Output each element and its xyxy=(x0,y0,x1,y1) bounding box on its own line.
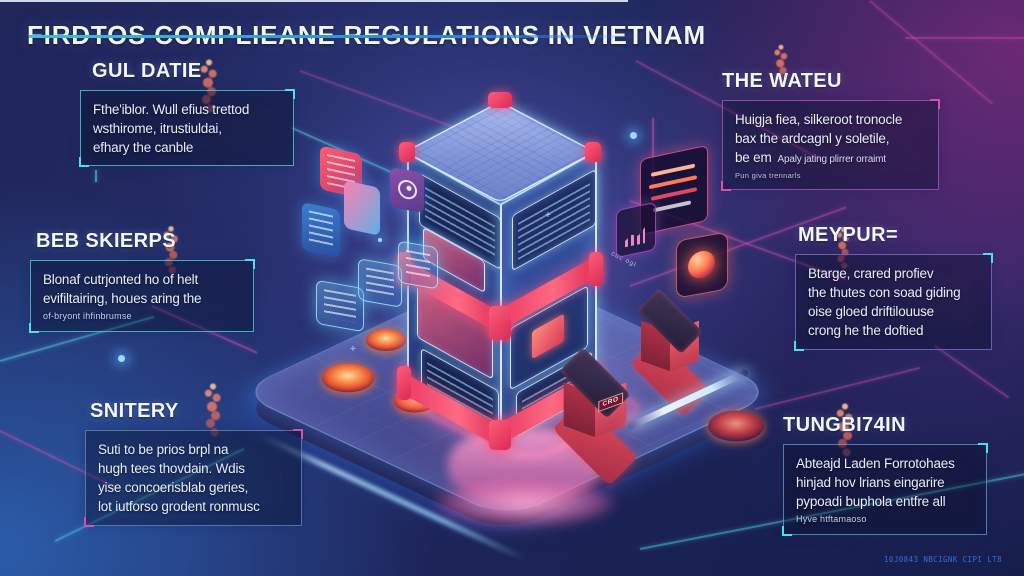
callout-text-line: hugh tees thovdain. Wdis xyxy=(98,461,245,477)
floating-card-icon xyxy=(398,240,438,290)
callout-inline-small-text: Apaly jating plirrer orraimt xyxy=(777,154,887,166)
tower-corner-pad xyxy=(589,252,603,286)
coin-disc-icon xyxy=(366,329,406,351)
connector-line xyxy=(934,345,1010,398)
callout-body: Abteajd Laden Forrotohaes hinjad hov lria… xyxy=(784,445,986,534)
particle-figure-icon xyxy=(832,226,854,270)
gauge-icon xyxy=(398,178,417,201)
callout-text-line: Blonaf cutrjonted ho of helt xyxy=(43,272,199,287)
tower-corner-pad xyxy=(397,366,411,400)
callout-body: Huigja fiea, silkeroot tronocle bax the a… xyxy=(723,101,938,189)
title-underline xyxy=(29,35,643,38)
callout-panel: Blonaf cutrjonted ho of helt evifiltairin… xyxy=(29,258,255,334)
callout-panel: Btarge, crared profiev the thutes con soa… xyxy=(794,253,993,351)
callout-tiny-text: Pun giva trennarls xyxy=(735,170,801,180)
plus-mark: + xyxy=(545,210,551,221)
particle-figure-icon xyxy=(832,402,858,458)
callout-panel: Abteajd Laden Forrotohaes hinjad hov lria… xyxy=(782,442,988,537)
chart-panel-icon xyxy=(616,201,656,259)
callout-heading: BEB SKIERPS xyxy=(36,230,176,252)
callout-text-line: Fthe'iblor. Wull efius trettod xyxy=(93,102,250,117)
particle-figure-icon xyxy=(770,43,792,89)
particle-figure-icon xyxy=(200,382,226,438)
tower-corner-pad xyxy=(488,92,512,108)
callout-heading: SNITERY xyxy=(90,400,179,422)
coin-disc-icon xyxy=(322,363,374,393)
tower-screen-detail xyxy=(532,313,565,360)
connector-line xyxy=(299,70,461,130)
callout-panel: Fthe'iblor. Wull efius trettod wsthirome,… xyxy=(79,88,295,168)
callout-body: Blonaf cutrjonted ho of helt evifiltairin… xyxy=(31,261,253,331)
callout-heading: GUL DATIE xyxy=(92,60,202,82)
callout-text-line: Btarge, crared profiev xyxy=(808,266,934,281)
floating-card-icon xyxy=(302,201,340,259)
tower-corner-pad xyxy=(489,420,511,450)
callout-heading: THE WATEU xyxy=(722,70,842,92)
panel-bar xyxy=(649,175,697,190)
cylinder-base-glow xyxy=(436,480,614,526)
tower-corner-pad xyxy=(585,142,601,162)
callout-mixed-line: be em Apaly jating plirrer orraimt xyxy=(735,148,928,167)
callout-snitery: SNITERY Suti to be prios brpl na hugh tee… xyxy=(84,400,303,527)
coin-disc-icon xyxy=(708,410,764,442)
panel-bar xyxy=(651,187,697,201)
callout-text-line: pypoadi buphola entfre all xyxy=(796,494,946,510)
callout-lines: Huigja fiea, silkeroot tronocle bax the a… xyxy=(735,110,928,148)
callout-meypur: MEYPUR= Btarge, crared profiev the thutes… xyxy=(794,224,993,351)
callout-text-line: efhary the canble xyxy=(93,140,194,156)
floating-card-icon xyxy=(358,258,402,308)
callout-text-line: wsthirome, itrustiuldai, xyxy=(93,121,222,137)
plus-mark: + xyxy=(350,344,356,355)
callout-panel: Suti to be prios brpl na hugh tees thovda… xyxy=(84,429,303,527)
particle-figure-icon xyxy=(196,58,222,114)
callout-lead-text: be em xyxy=(735,150,772,166)
panel-bar xyxy=(653,200,691,213)
crate-icon xyxy=(630,288,710,417)
callout-tungbi74in: TUNGBI74IN Abteajd Laden Forrotohaes hinj… xyxy=(782,414,988,537)
callout-text-line: crong he the doftied xyxy=(808,323,924,339)
callout-gul-datie: GUL DATIE Fthe'iblor. Wull efius trettod… xyxy=(79,60,295,168)
globe-icon xyxy=(688,248,715,281)
callout-text-line: yise concoerisblab geries, xyxy=(98,480,249,496)
callout-text-line: the thutes con soad giding xyxy=(808,285,961,301)
globe-panel-icon xyxy=(676,231,728,299)
callout-body: Suti to be prios brpl na hugh tees thovda… xyxy=(86,431,301,525)
bar-chart-icon xyxy=(625,227,645,247)
callout-heading: TUNGBI74IN xyxy=(783,414,906,436)
callout-text-line: Suti to be prios brpl na xyxy=(98,442,229,457)
callout-beb-skierps: BEB SKIERPS Blonaf cutrjonted ho of helt… xyxy=(29,230,255,334)
glow-dot xyxy=(118,355,125,362)
callout-text-line: Abteajd Laden Forrotohaes xyxy=(796,456,955,471)
callout-panel: Huigja fiea, silkeroot tronocle bax the a… xyxy=(721,98,940,192)
particle-figure-icon xyxy=(159,224,183,276)
floating-card-icon xyxy=(316,279,364,333)
callout-lines: Abteajd Laden Forrotohaes hinjad hov lria… xyxy=(796,454,976,511)
gauge-card-icon xyxy=(390,167,424,213)
callout-text-line: hinjad hov lrians eingarire xyxy=(796,475,945,491)
callout-the-wateu: THE WATEU Huigja fiea, silkeroot tronocl… xyxy=(721,70,940,192)
callout-small-text: Hyve htftamaoso xyxy=(796,514,867,525)
panel-bar xyxy=(651,163,695,177)
floating-card-icon xyxy=(344,180,380,236)
footer-code: 10J0843 NBCIGNK CIPI LT8 xyxy=(884,555,1002,564)
callout-heading: MEYPUR= xyxy=(798,224,899,246)
callout-text-line: oise gloed driftilouuse xyxy=(808,304,934,320)
glow-dot xyxy=(630,132,637,139)
callout-small-text: of-bryont ihfinbrumse xyxy=(43,311,132,322)
tower-corner-pad xyxy=(399,142,415,162)
glow-dot xyxy=(378,238,382,242)
connector-line xyxy=(905,37,1024,39)
tower-corner-pad xyxy=(489,306,511,340)
callout-lines: Blonaf cutrjonted ho of helt evifiltairin… xyxy=(43,270,243,308)
callout-body: Fthe'iblor. Wull efius trettod wsthirome,… xyxy=(81,91,293,165)
top-edge-strip xyxy=(0,0,628,2)
callout-body: Btarge, crared profiev the thutes con soa… xyxy=(796,255,991,349)
connector-line xyxy=(95,170,97,182)
callout-text-line: lot iutforso grodent ronmusc xyxy=(98,499,260,515)
callout-text-line: bax the ardcagnl y soletile, xyxy=(735,131,890,147)
callout-text-line: evifiltairing, houes aring the xyxy=(43,291,202,307)
callout-text-line: Huigja fiea, silkeroot tronocle xyxy=(735,112,903,127)
crate-icon: CRO xyxy=(552,347,638,486)
